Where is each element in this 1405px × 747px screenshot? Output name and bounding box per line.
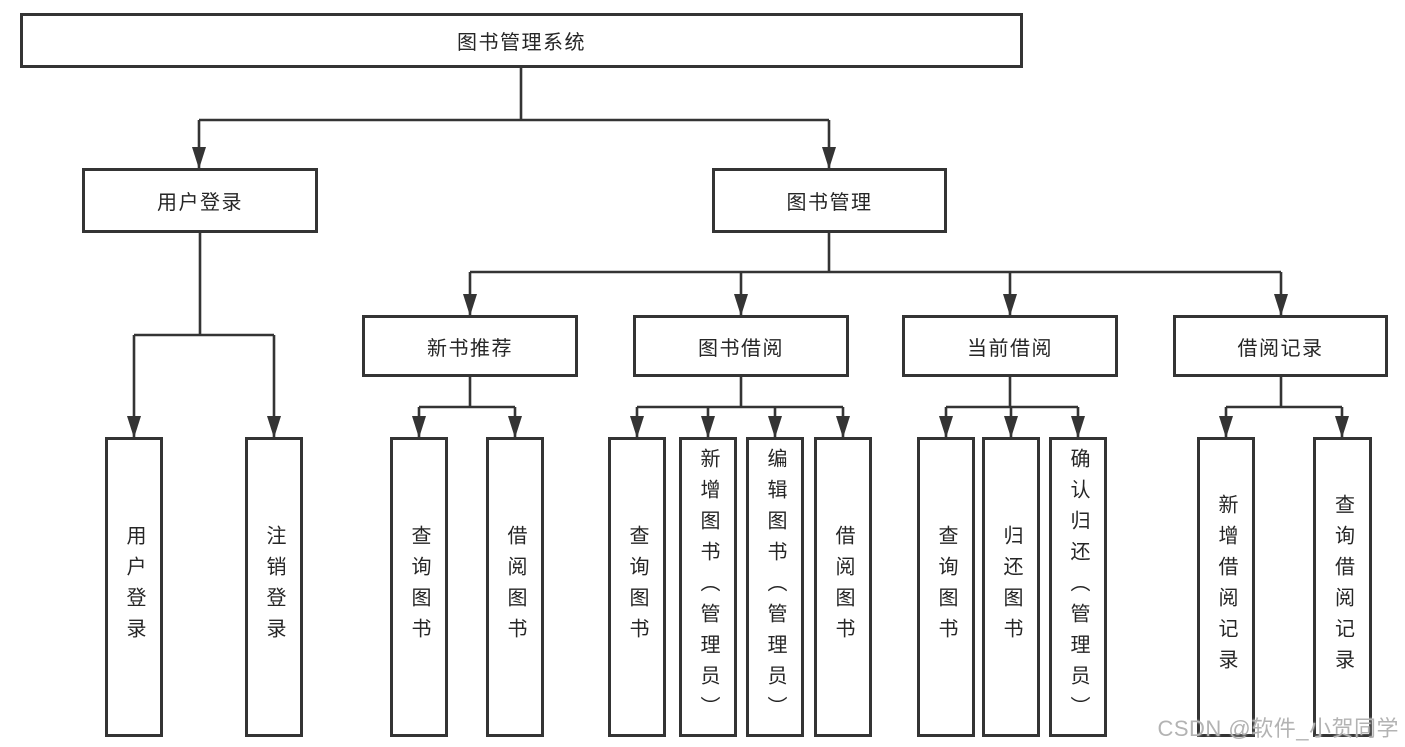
leaf-user-login: 用户登录 [105,437,163,737]
leaf-bb-add-books-admin: 新增图书（管理员） [679,437,737,737]
leaf-cb-return-books-label: 归还图书 [1000,525,1022,649]
leaf-bb-add-books-admin-label: 新增图书（管理员） [697,447,719,727]
leaf-cb-query-books-label: 查询图书 [935,525,957,649]
leaf-cb-confirm-return-admin-label: 确认归还（管理员） [1067,447,1089,727]
leaf-cb-return-books: 归还图书 [982,437,1040,737]
leaf-br-query-record: 查询借阅记录 [1313,437,1372,737]
node-book-borrow: 图书借阅 [633,315,849,377]
node-book-management: 图书管理 [712,168,947,233]
leaf-nbr-borrow-books: 借阅图书 [486,437,544,737]
leaf-br-add-record: 新增借阅记录 [1197,437,1255,737]
leaf-nbr-borrow-books-label: 借阅图书 [504,525,526,649]
leaf-user-login-label: 用户登录 [123,525,145,649]
leaf-cb-confirm-return-admin: 确认归还（管理员） [1049,437,1107,737]
leaf-logout: 注销登录 [245,437,303,737]
node-user-login: 用户登录 [82,168,318,233]
leaf-br-query-record-label: 查询借阅记录 [1331,494,1354,680]
node-current-borrow: 当前借阅 [902,315,1118,377]
leaf-cb-query-books: 查询图书 [917,437,975,737]
leaf-bb-edit-books-admin: 编辑图书（管理员） [746,437,804,737]
leaf-bb-borrow-books: 借阅图书 [814,437,872,737]
node-new-book-recommend: 新书推荐 [362,315,578,377]
leaf-nbr-query-books: 查询图书 [390,437,448,737]
csdn-watermark: CSDN @软件_小贺同学 [1157,716,1399,741]
leaf-nbr-query-books-label: 查询图书 [408,525,430,649]
leaf-logout-label: 注销登录 [263,525,285,649]
leaf-bb-borrow-books-label: 借阅图书 [832,525,854,649]
node-library-management-system: 图书管理系统 [20,13,1023,68]
node-borrow-records: 借阅记录 [1173,315,1388,377]
leaf-bb-edit-books-admin-label: 编辑图书（管理员） [764,447,786,727]
leaf-br-add-record-label: 新增借阅记录 [1215,494,1237,680]
leaf-bb-query-books-label: 查询图书 [626,525,648,649]
leaf-bb-query-books: 查询图书 [608,437,666,737]
